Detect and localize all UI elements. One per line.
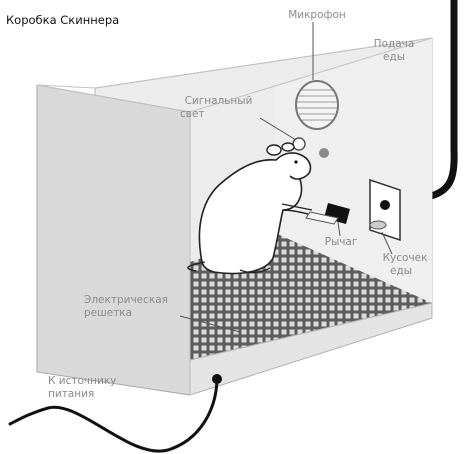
rat-figure — [187, 142, 313, 275]
diagram-title: Коробка Скиннера — [6, 13, 120, 27]
label-food-pellet: Кусочек еды — [382, 252, 428, 277]
label-power-source: К источнику питания — [48, 375, 117, 400]
food-pellet-icon — [369, 220, 387, 230]
box-top-edge — [36, 37, 433, 113]
box-left-wall — [36, 84, 191, 396]
microphone-icon — [295, 80, 339, 130]
food-chute-icon — [380, 200, 390, 210]
microphone-mesh — [297, 89, 337, 121]
label-leaders — [179, 22, 393, 333]
label-food-supply: Подача еды — [373, 38, 415, 63]
label-electric-grid: Электрическая решетка — [84, 294, 168, 319]
food-supply-tube — [427, 0, 458, 200]
signal-light-secondary-icon — [319, 148, 329, 158]
power-cable — [8, 378, 219, 453]
label-signal-light: Сигнальный свет — [180, 95, 253, 120]
label-lever: Рычаг — [324, 236, 358, 248]
lever-plate — [305, 211, 339, 225]
label-microphone: Микрофон — [288, 9, 346, 21]
